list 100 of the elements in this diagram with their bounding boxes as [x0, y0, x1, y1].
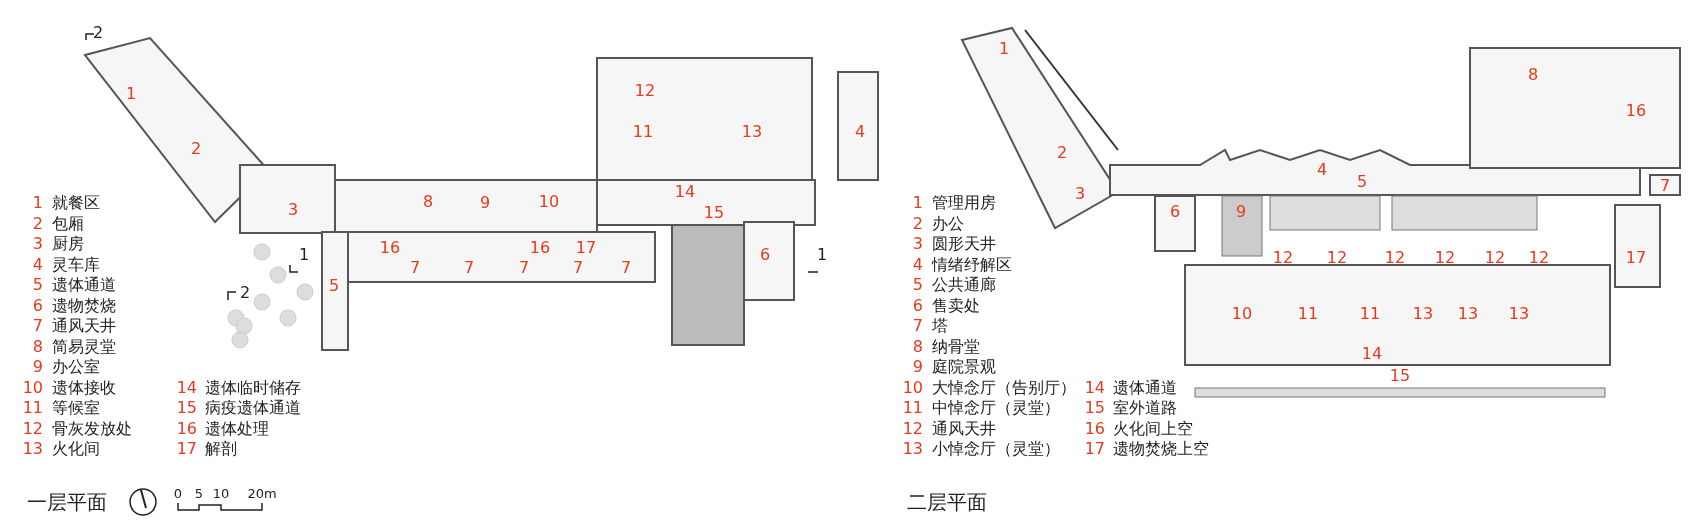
legend-number: 15	[176, 400, 197, 416]
legend-text: 情绪纾解区	[932, 256, 1012, 273]
callout-number: 13	[1508, 306, 1530, 322]
legend-number: 9	[32, 359, 43, 375]
legend-number: 16	[1084, 420, 1105, 437]
legend-text: 厨房	[52, 236, 84, 252]
callout-number: 13	[1412, 306, 1434, 322]
legend-text: 售卖处	[932, 297, 980, 314]
callout-number: 7	[620, 260, 632, 276]
legend-number: 15	[1084, 400, 1105, 416]
legend-number: 12	[902, 420, 923, 437]
callout-number: 2	[1056, 145, 1068, 161]
legend-number: 2	[912, 215, 923, 232]
callout-number: 14	[674, 184, 696, 200]
callout-number: 12	[634, 83, 656, 99]
legend-number: 14	[1084, 379, 1105, 396]
callout-number: 16	[1625, 103, 1647, 119]
legend-text: 遗体临时储存	[205, 379, 301, 396]
callout-number: 7	[572, 260, 584, 276]
legend-text: 灵车库	[52, 256, 100, 273]
legend-text: 包厢	[52, 215, 84, 232]
legend-number: 8	[912, 338, 923, 355]
legend-number: 3	[32, 236, 43, 252]
legend-number: 17	[176, 441, 197, 457]
callout-number: 11	[632, 124, 654, 140]
legend-number: 17	[1084, 441, 1105, 457]
legend-text: 遗体处理	[205, 420, 269, 437]
callout-number: 3	[1074, 186, 1086, 202]
section-mark: 1	[298, 247, 310, 263]
legend-number: 10	[22, 379, 43, 396]
legend-text: 大悼念厅（告别厅）	[932, 379, 1076, 396]
legend-text: 遗体通道	[52, 277, 116, 293]
legend-text: 办公	[932, 215, 964, 232]
callout-number: 11	[1359, 306, 1381, 322]
callout-number: 12	[1434, 250, 1456, 266]
callout-number: 12	[1484, 250, 1506, 266]
callout-number: 13	[1457, 306, 1479, 322]
legend-text: 遗体通道	[1113, 379, 1177, 396]
callout-number: 5	[1356, 174, 1368, 190]
legend-text: 通风天井	[52, 318, 116, 334]
legend-text: 就餐区	[52, 195, 100, 211]
callout-number: 11	[1297, 306, 1319, 322]
callout-number: 9	[1235, 204, 1247, 220]
legend-text: 塔	[932, 318, 948, 334]
callout-number: 8	[1527, 67, 1539, 83]
legend-text: 中悼念厅（灵堂）	[932, 400, 1060, 416]
callout-number: 3	[287, 202, 299, 218]
legend-number: 6	[912, 297, 923, 314]
callout-number: 10	[538, 194, 560, 210]
callout-number: 12	[1272, 250, 1294, 266]
callout-number: 12	[1384, 250, 1406, 266]
legend-text: 小悼念厅（灵堂）	[932, 441, 1060, 457]
legend-number: 10	[902, 379, 923, 396]
callout-number: 12	[1528, 250, 1550, 266]
legend-number: 3	[912, 236, 923, 252]
legend-text: 管理用房	[932, 195, 996, 211]
callout-number: 15	[703, 205, 725, 221]
legend-text: 骨灰发放处	[52, 420, 132, 437]
legend-number: 11	[902, 400, 923, 416]
scale-label: 20m	[247, 486, 277, 500]
legend-text: 简易灵堂	[52, 338, 116, 355]
legend-text: 病疫遗体通道	[205, 400, 301, 416]
legend-number: 12	[22, 420, 43, 437]
legend-number: 7	[32, 318, 43, 334]
legend-number: 4	[912, 256, 923, 273]
legend-number: 14	[176, 379, 197, 396]
legend-text: 通风天井	[932, 420, 996, 437]
section-mark: 2	[92, 25, 104, 41]
callout-number: 9	[479, 195, 491, 211]
legend-number: 1	[912, 195, 923, 211]
scale-label: 5	[194, 486, 204, 500]
legend-number: 2	[32, 215, 43, 232]
callout-number: 14	[1361, 346, 1383, 362]
legend-number: 5	[32, 277, 43, 293]
callout-number: 1	[125, 86, 137, 102]
callout-number: 8	[422, 194, 434, 210]
legend-text: 等候室	[52, 400, 100, 416]
callout-number: 16	[529, 240, 551, 256]
callout-number: 5	[328, 278, 340, 294]
callout-number: 6	[1169, 204, 1181, 220]
legend-text: 圆形天井	[932, 236, 996, 252]
legend-number: 5	[912, 277, 923, 293]
callout-number: 4	[854, 124, 866, 140]
legend-number: 4	[32, 256, 43, 273]
callout-number: 7	[409, 260, 421, 276]
scale-label: 0	[173, 486, 183, 500]
callout-number: 2	[190, 141, 202, 157]
callout-number: 17	[575, 240, 597, 256]
legend-text: 室外道路	[1113, 400, 1177, 416]
legend-number: 13	[902, 441, 923, 457]
legend-number: 13	[22, 441, 43, 457]
scale-label: 10	[212, 486, 230, 500]
legend-text: 火化间上空	[1113, 420, 1193, 437]
callout-number: 17	[1625, 250, 1647, 266]
callout-number: 1	[998, 41, 1010, 57]
legend-text: 解剖	[205, 441, 237, 457]
legend-number: 7	[912, 318, 923, 334]
callout-number: 10	[1231, 306, 1253, 322]
callout-number: 16	[379, 240, 401, 256]
callout-number: 15	[1389, 368, 1411, 384]
